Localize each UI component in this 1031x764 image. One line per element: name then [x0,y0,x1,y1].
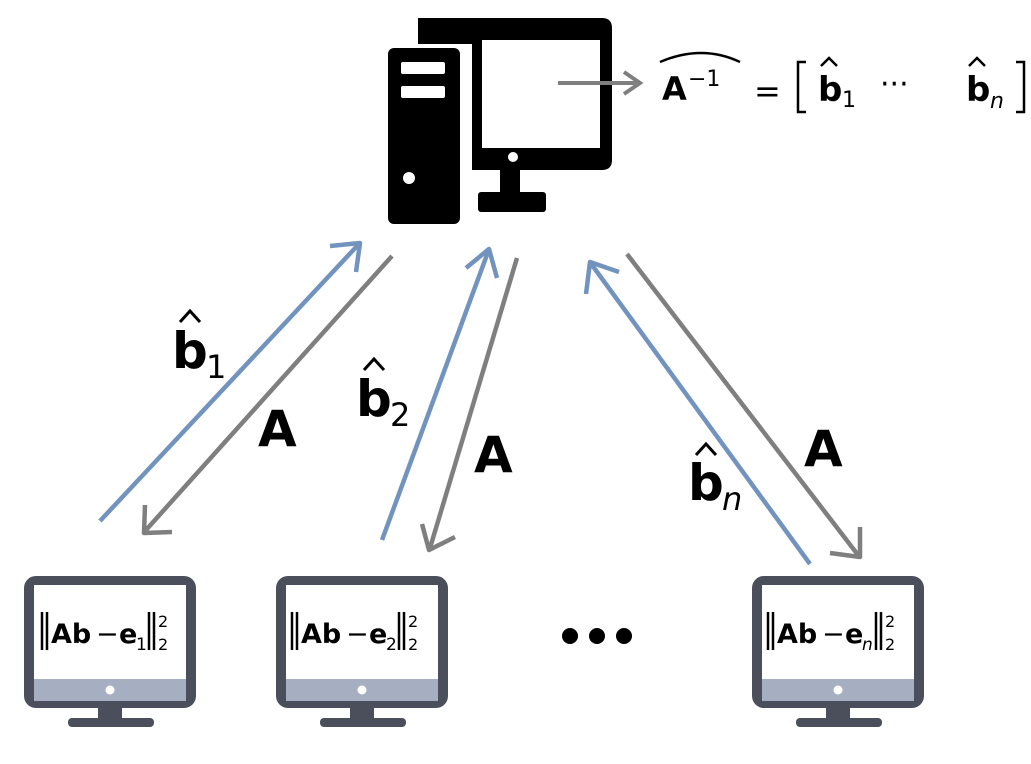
inverse-formula: A −1 = b 1 ··· b n [659,51,1026,114]
download-arrow-2 [419,257,520,553]
svg-text:b: b [172,322,208,380]
upload-arrow-n [583,259,812,566]
svg-text:−: − [96,619,119,650]
svg-text:1: 1 [136,635,147,655]
client-n-loss-expression: Ab − e n 2 2 [766,612,895,655]
formula-bn-sub: n [990,89,1004,114]
client-monitor-2: Ab − e 2 2 2 [276,576,448,727]
server-output-arrow [558,70,644,96]
svg-text:−: − [822,619,845,650]
download-arrow-n [625,252,863,560]
svg-text:e: e [369,619,387,650]
download-arrow-1 [141,254,394,536]
formula-lhs-exponent: −1 [688,67,720,92]
svg-text:Ab: Ab [777,619,817,650]
svg-text:b: b [356,370,392,428]
svg-text:2: 2 [158,635,168,654]
svg-text:2: 2 [885,612,895,631]
svg-text:n: n [722,480,742,518]
formula-dots: ··· [880,67,909,102]
svg-text:2: 2 [885,635,895,654]
upload-arrow-1 [98,240,363,523]
label-A-1: A [258,400,297,458]
server-computer-icon [388,18,612,224]
client-1-loss-expression: Ab − e 1 2 2 [40,612,168,655]
label-A-n: A [804,420,843,478]
label-bn: b n [688,441,742,518]
more-clients-ellipsis [562,628,632,644]
svg-text:2: 2 [408,612,418,631]
formula-bn: b [966,70,990,110]
upload-arrow-2 [379,246,500,541]
label-b2: b 2 [356,356,410,434]
svg-text:n: n [862,635,873,655]
client-monitor-n: Ab − e n 2 2 [752,576,924,727]
svg-text:b: b [688,454,724,512]
formula-b1: b [818,70,842,110]
formula-lhs: A [662,70,687,108]
svg-text:2: 2 [386,635,397,655]
svg-text:2: 2 [390,396,410,434]
svg-text:Ab: Ab [301,619,341,650]
client-2-loss-expression: Ab − e 2 2 2 [290,612,418,655]
client-monitor-1: Ab − e 1 2 2 [24,576,196,727]
label-b1: b 1 [172,308,226,386]
formula-equals: = [754,72,781,110]
svg-text:e: e [119,619,137,650]
svg-text:−: − [346,619,369,650]
label-A-2: A [474,426,513,484]
svg-text:e: e [845,619,863,650]
svg-text:2: 2 [408,635,418,654]
svg-text:2: 2 [158,612,168,631]
svg-text:Ab: Ab [51,619,91,650]
formula-b1-sub: 1 [842,88,856,113]
svg-text:1: 1 [206,348,226,386]
